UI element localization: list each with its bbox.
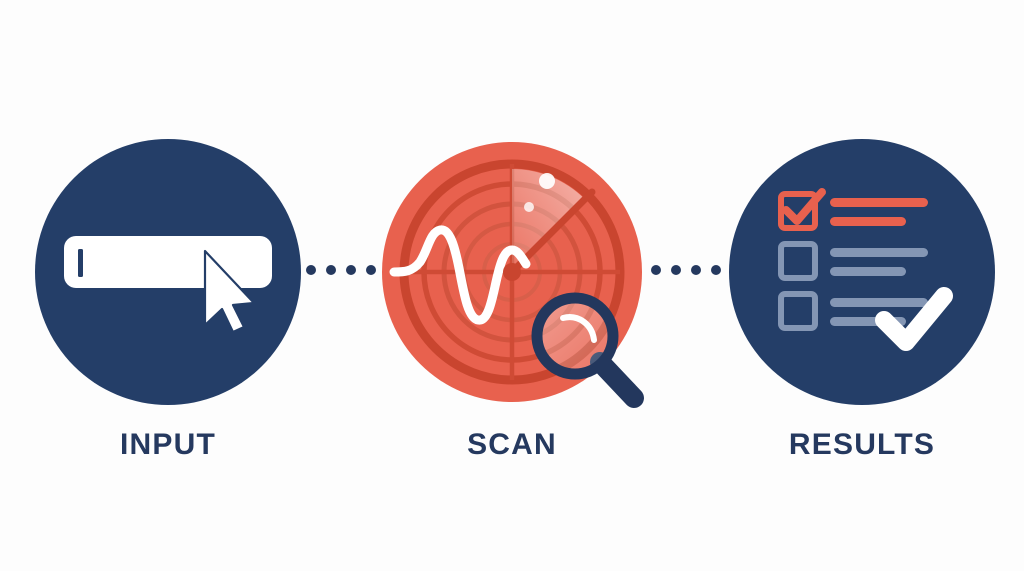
step-label-results: RESULTS [788, 428, 936, 461]
large-success-checkmark-icon [875, 287, 953, 351]
radar-blip-large [539, 173, 555, 189]
radar-blip-small [524, 202, 534, 212]
text-input-field-icon[interactable] [64, 236, 272, 288]
magnifier-lens-glass [537, 298, 613, 374]
step-scan-icon[interactable] [382, 142, 644, 408]
radar-waveform-icon [389, 225, 531, 325]
result-line [830, 198, 928, 207]
result-line [830, 267, 906, 276]
connector-dot [711, 265, 721, 275]
result-line [830, 248, 928, 257]
step-input-icon[interactable] [35, 139, 301, 405]
result-line [830, 217, 906, 226]
step-label-scan: SCAN [467, 428, 557, 461]
connector-dot [306, 265, 316, 275]
checkbox-checked[interactable] [778, 191, 818, 231]
magnifier-handle-icon[interactable] [590, 352, 644, 408]
connector-dot [346, 265, 356, 275]
step-label-input: INPUT [120, 428, 216, 461]
checkbox-unchecked[interactable] [778, 291, 818, 331]
connector-dot [671, 265, 681, 275]
magnifier-glare-icon [560, 314, 597, 343]
mouse-pointer-icon[interactable] [203, 249, 256, 334]
connector-dot [366, 265, 376, 275]
checkmark-icon [782, 188, 826, 225]
step-results-icon[interactable] [729, 139, 995, 405]
radar-center-hub [503, 263, 521, 281]
connector-dot [691, 265, 701, 275]
checkbox-unchecked[interactable] [778, 241, 818, 281]
magnifier-ring-icon[interactable] [531, 292, 619, 380]
result-line [830, 298, 928, 307]
connector-scan-to-results [651, 265, 741, 275]
text-caret-icon [78, 249, 83, 277]
radar-sweep-beam [512, 169, 588, 272]
connector-dot [326, 265, 336, 275]
connector-dot [651, 265, 661, 275]
